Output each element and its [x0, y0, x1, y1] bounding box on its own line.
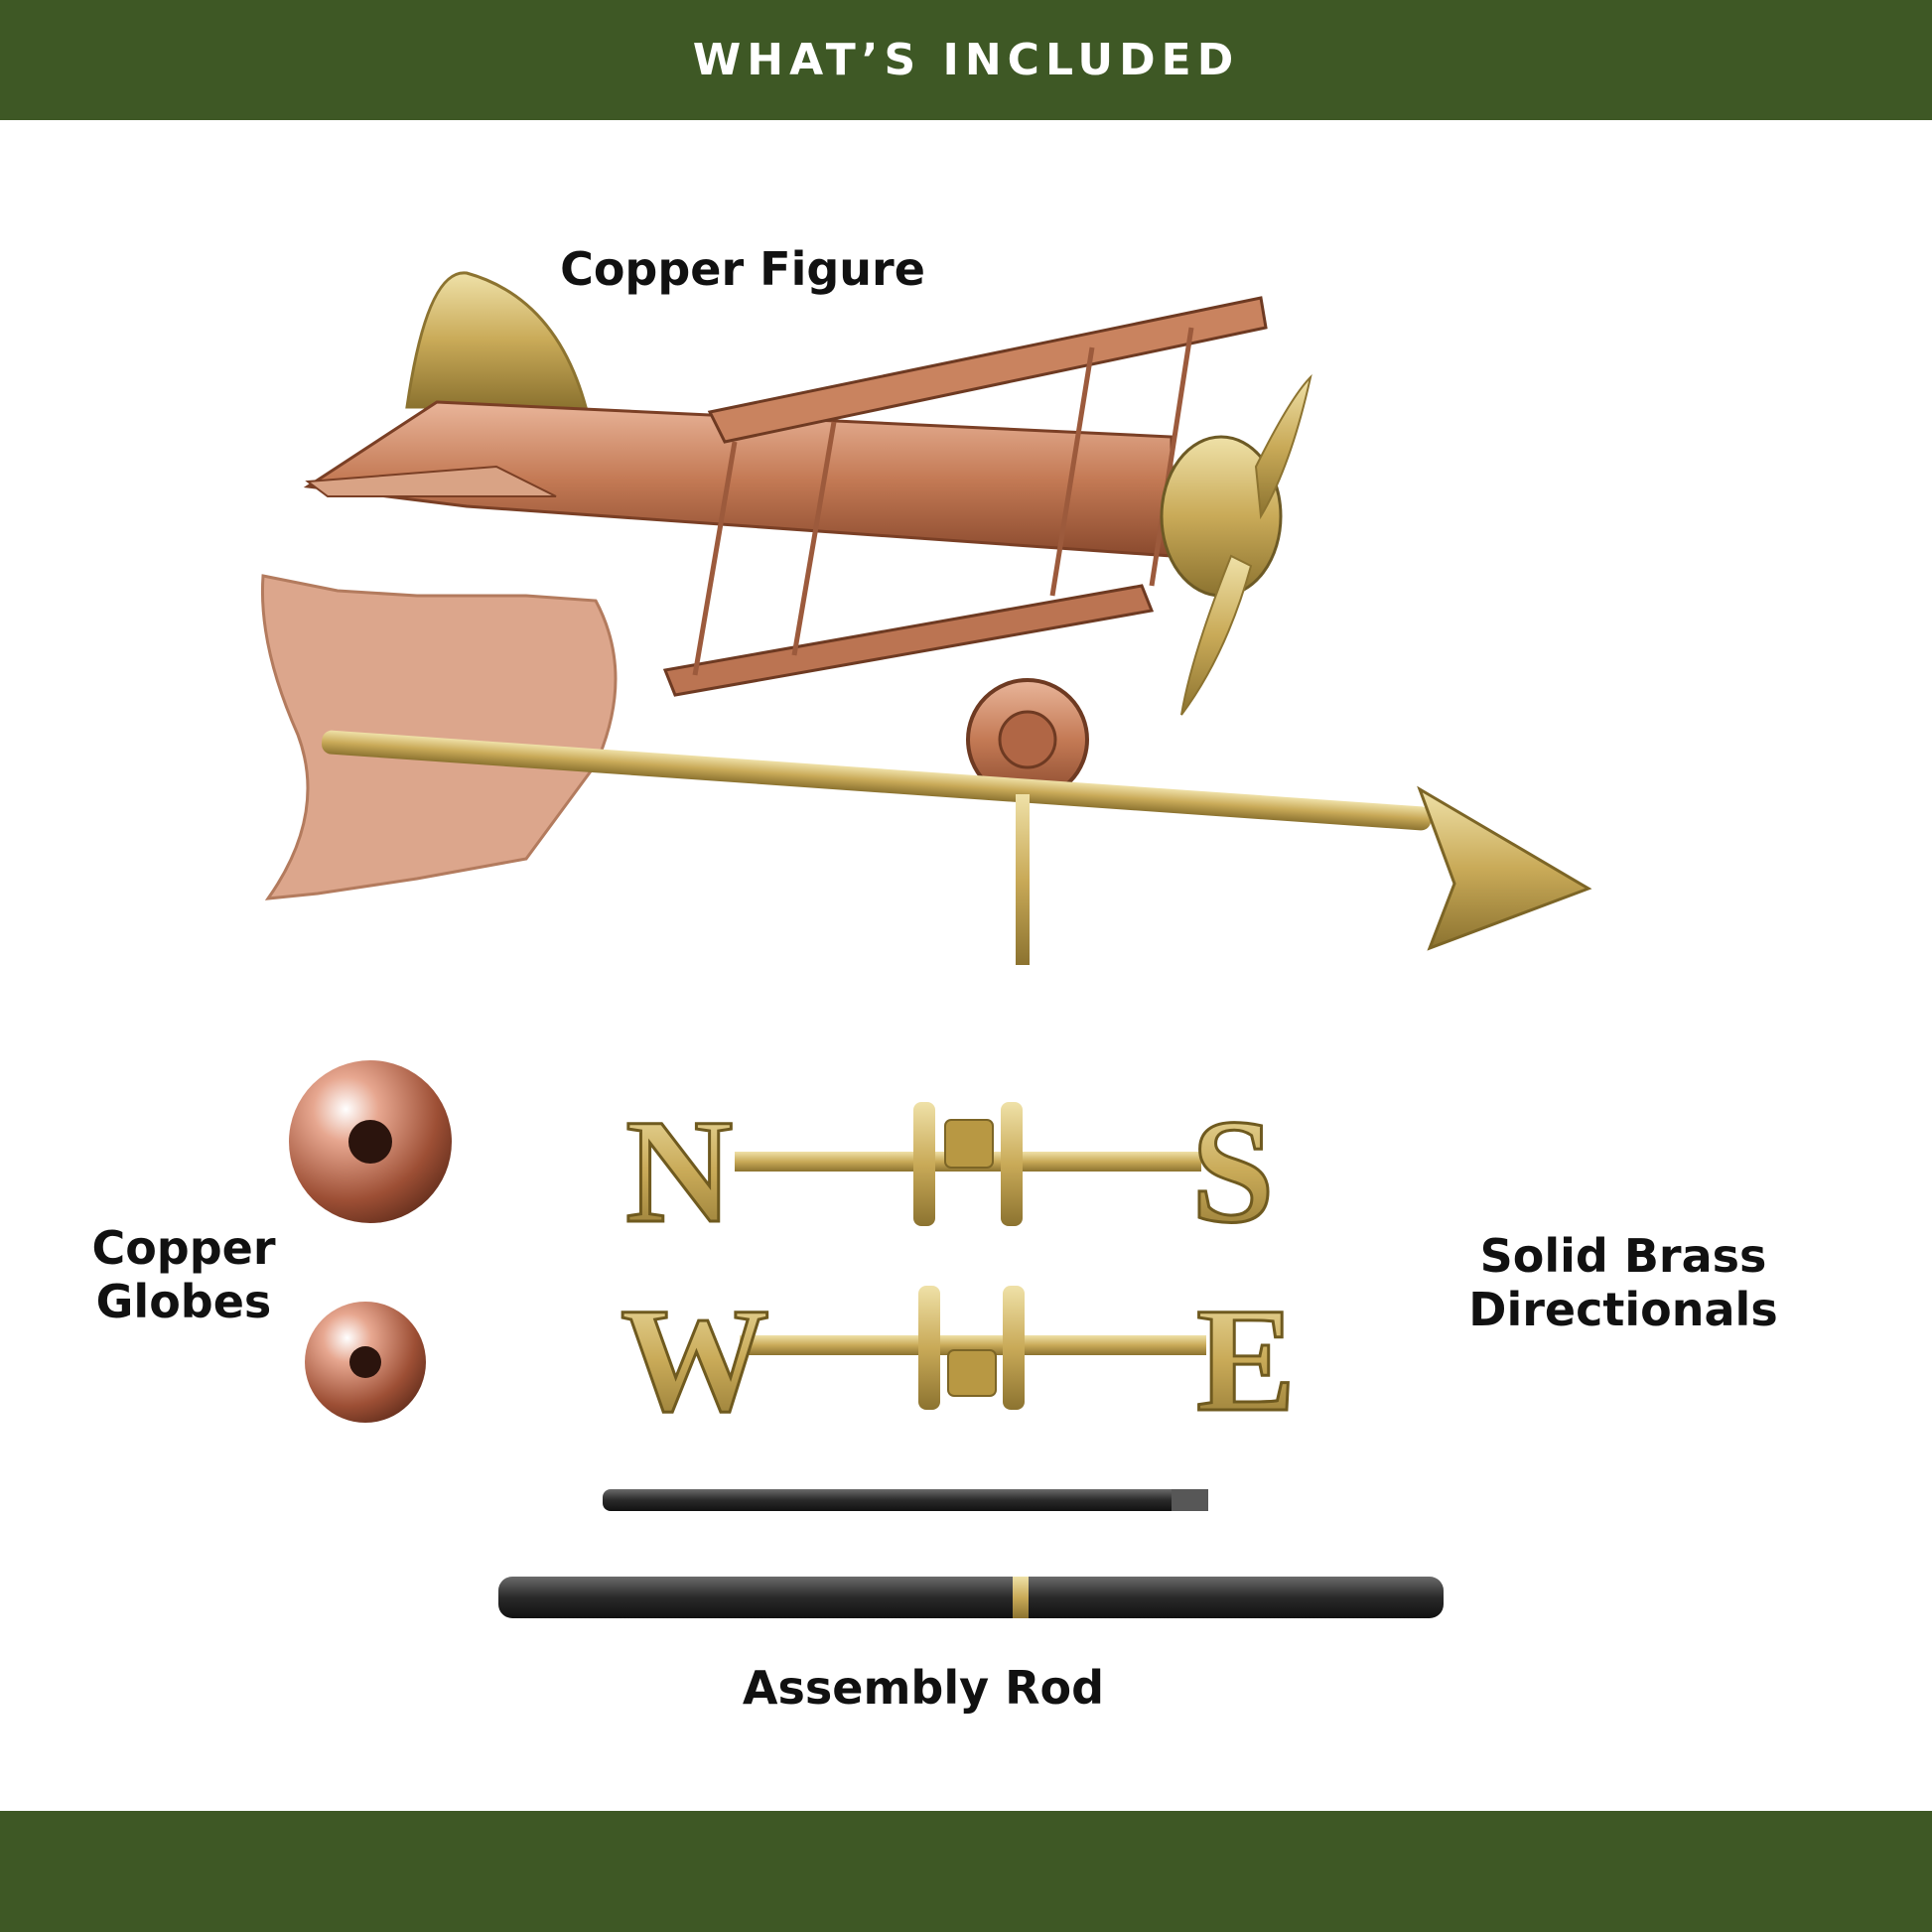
page-title: WHAT’S INCLUDED — [692, 35, 1240, 85]
directional-e: E — [1196, 1278, 1296, 1443]
label-copper-globes: Copper Globes — [60, 1221, 308, 1328]
arrow-figure — [260, 574, 1592, 965]
directional-n: N — [625, 1089, 733, 1254]
copper-globes — [289, 1060, 452, 1423]
label-copper-globes-line2: Globes — [95, 1275, 272, 1328]
label-assembly-rod: Assembly Rod — [742, 1661, 1105, 1715]
brass-directionals: N S W E — [620, 1088, 1298, 1445]
biplane-figure — [303, 271, 1312, 801]
footer-band — [0, 1811, 1932, 1932]
label-copper-globes-line1: Copper — [91, 1221, 276, 1275]
assembly-rods — [498, 1489, 1444, 1618]
label-solid-brass-line2: Directionals — [1468, 1283, 1778, 1336]
directional-s: S — [1191, 1089, 1274, 1254]
label-solid-brass-directionals: Solid Brass Directionals — [1445, 1229, 1802, 1336]
label-copper-figure: Copper Figure — [560, 242, 925, 296]
header-banner: WHAT’S INCLUDED — [0, 0, 1932, 120]
label-solid-brass-line1: Solid Brass — [1479, 1229, 1767, 1283]
directional-w: W — [621, 1278, 769, 1443]
